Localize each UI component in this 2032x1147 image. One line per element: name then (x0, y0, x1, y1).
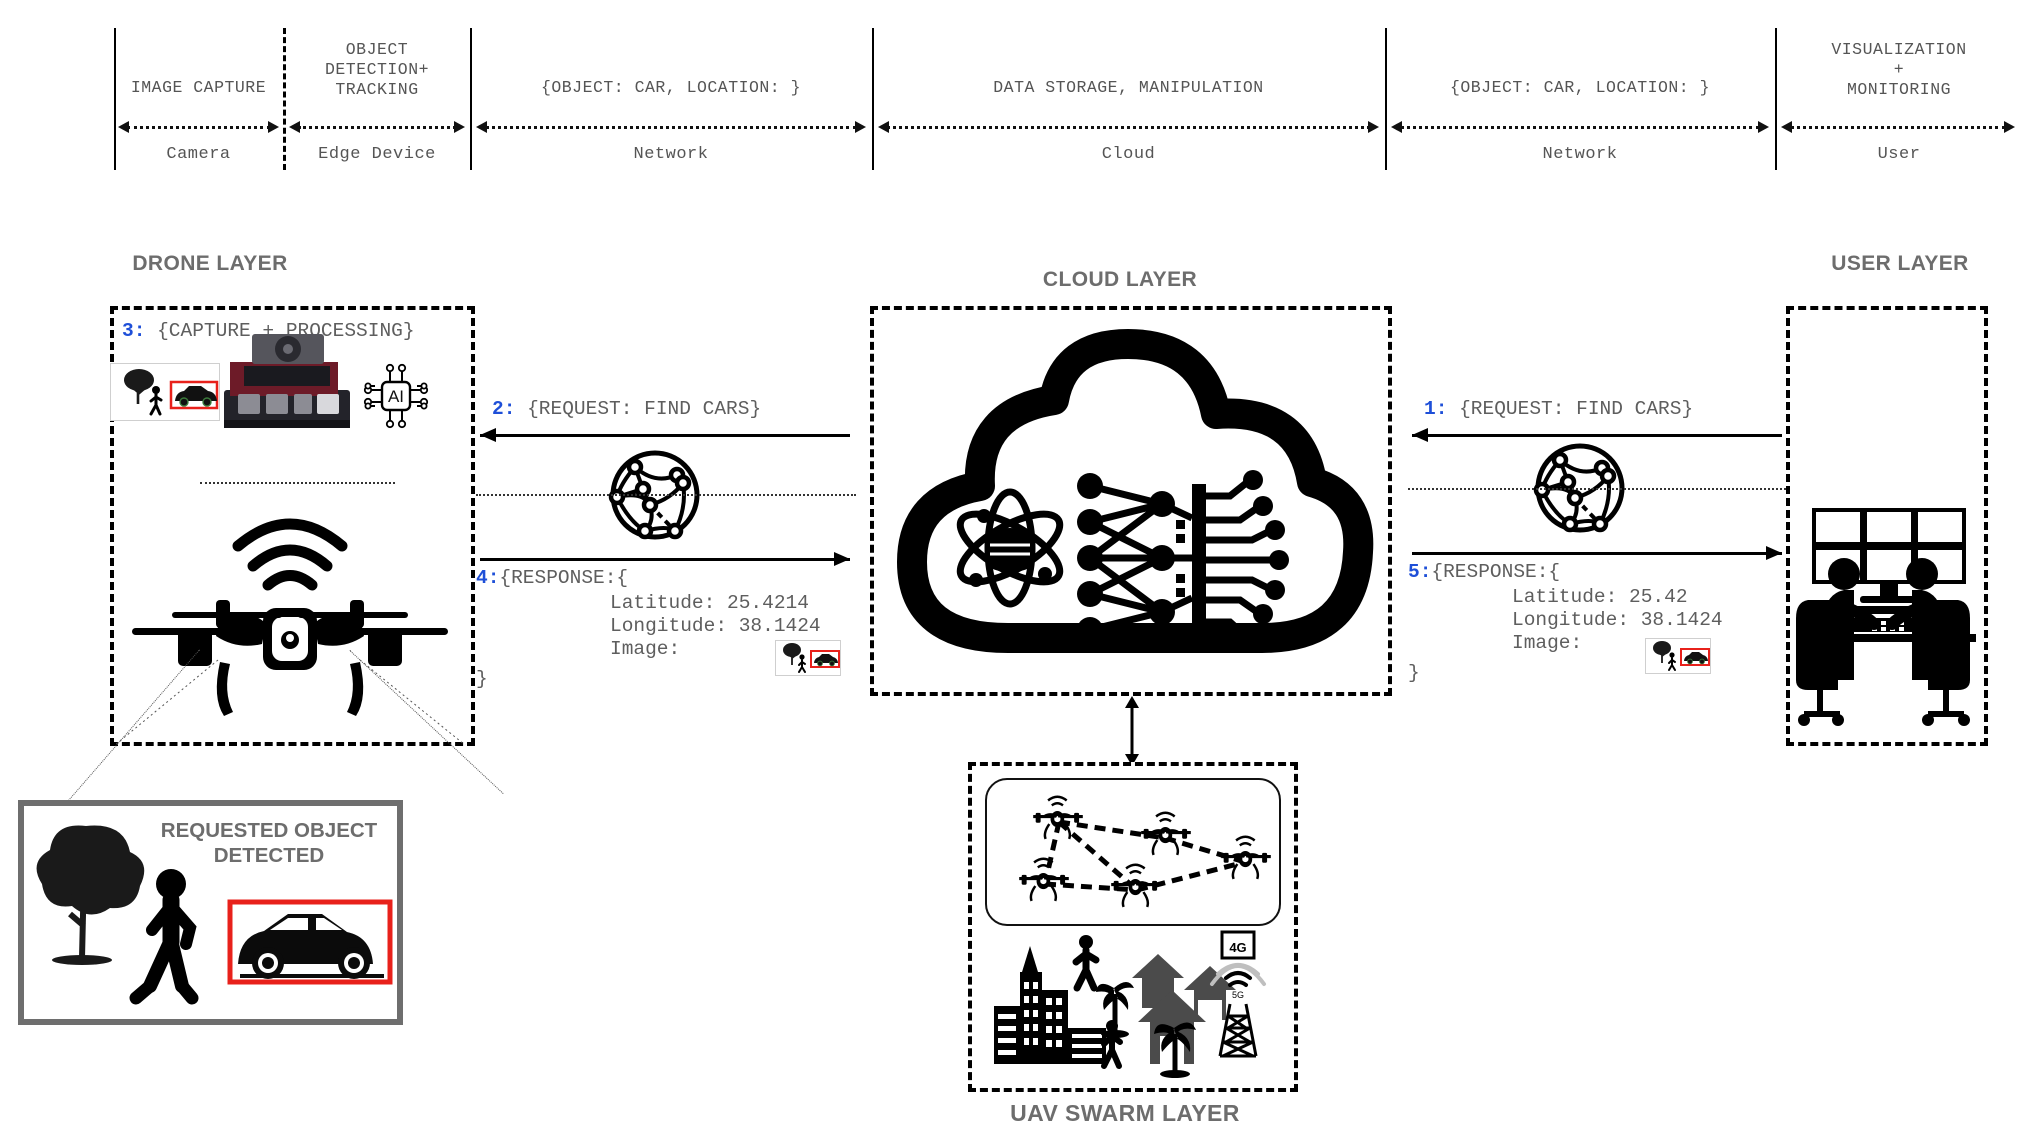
response-right-arrow (1412, 546, 1782, 560)
swarm-layer-title: UAV SWARM LAYER (1010, 1100, 1240, 1126)
tower-4g-label: 4G (1229, 940, 1246, 955)
pipeline-arrow-network-right (1391, 121, 1769, 133)
pedestrian-icon-lower (1101, 1020, 1123, 1069)
response-right-close: } (1408, 662, 1420, 684)
pipeline-bottom-label-network-left: Network (633, 145, 709, 164)
response-right-number: 5: (1408, 561, 1432, 583)
cloud-swarm-arrow (1120, 696, 1144, 766)
response-right-longitude: Longitude: 38.1424 (1512, 609, 1723, 631)
pipeline-divider-2 (470, 28, 472, 170)
database-atom-icon (956, 488, 1064, 608)
drone-icon (114, 490, 466, 746)
detection-callout-scene (36, 825, 393, 1005)
wifi-signal-icon (232, 518, 348, 591)
pipeline-bottom-label-edge: Edge Device (318, 145, 436, 164)
response-left-open: {RESPONSE:{ (499, 567, 629, 589)
response-left-arrow (480, 552, 850, 566)
request-right-text: {REQUEST: FIND CARS} (1447, 398, 1694, 420)
swarm-mesh-panel (985, 778, 1281, 926)
city-buildings-icon (994, 946, 1106, 1064)
pipeline-top-label-network-left: {OBJECT: CAR, LOCATION: } (540, 78, 802, 97)
pedestrian-icon-upper (1072, 935, 1100, 992)
response-right-latitude: Latitude: 25.42 (1512, 586, 1688, 608)
response-left-thumbnail (775, 640, 841, 676)
drone-layer-title: DRONE LAYER (132, 252, 288, 275)
house-icon-right (1184, 966, 1236, 1020)
monitor-wall-icon (1812, 508, 1966, 584)
pipeline-bottom-label-user: User (1877, 145, 1921, 164)
pedestrian-icon-thumb (149, 386, 163, 416)
pipeline-top-label-network-right: {OBJECT: CAR, LOCATION: } (1449, 78, 1711, 97)
request-right-arrow (1412, 428, 1782, 442)
tower-5g-label: 5G (1232, 990, 1244, 1000)
edge-board-image (222, 332, 352, 437)
pipeline-top-label-camera: IMAGE CAPTURE (130, 78, 267, 97)
user-layer-title: USER LAYER (1831, 252, 1969, 275)
operator-right-icon (1886, 558, 1970, 726)
pipeline-arrow-cloud (878, 121, 1379, 133)
pipeline-bottom-label-network-right: Network (1542, 145, 1618, 164)
request-left-number: 2: (492, 398, 516, 420)
palm-tree-icon-lower (1154, 1022, 1196, 1078)
response-right-image-label: Image: (1512, 632, 1583, 654)
pipeline-arrow-user (1781, 121, 2015, 133)
response-left-message: 4:{RESPONSE:{ (476, 567, 628, 590)
pipeline-divider-1 (283, 28, 286, 170)
pipeline-top-label-edge: OBJECT DETECTION+ TRACKING (324, 40, 430, 99)
drone-scene-thumbnail (110, 363, 220, 421)
network-link-dotline-left (476, 494, 856, 496)
ai-chip-label: AI (388, 387, 404, 406)
request-right-message: 1: {REQUEST: FIND CARS} (1424, 398, 1693, 421)
operator-left-icon (1796, 558, 1880, 726)
pipeline-arrow-network-left (476, 121, 866, 133)
pedestrian-icon (129, 869, 199, 1005)
pipeline-arrow-edge (289, 121, 465, 133)
cloud-icon (890, 320, 1374, 680)
pipeline-bar: IMAGE CAPTURE Camera OBJECT DETECTION+ T… (0, 0, 2032, 185)
detection-callout: REQUESTED OBJECT DETECTED (18, 800, 403, 1025)
detected-car-icon (227, 899, 393, 985)
neural-network-chip-icon (1077, 470, 1289, 650)
tree-icon (36, 825, 145, 965)
pipeline-top-label-cloud: DATA STORAGE, MANIPULATION (993, 78, 1264, 97)
pipeline-divider-0 (114, 28, 116, 170)
pipeline-divider-4 (1385, 28, 1387, 170)
tree-icon-thumb (124, 369, 154, 404)
cell-tower-icon: 4G 5G (1210, 930, 1266, 1058)
network-link-dotline-right (1408, 488, 1786, 490)
ai-chip-icon: AI (360, 360, 432, 432)
pipeline-top-label-user: VISUALIZATION + MONITORING (1831, 40, 1967, 99)
pipeline-arrow-camera (118, 121, 279, 133)
request-right-number: 1: (1424, 398, 1448, 420)
response-left-close: } (476, 668, 488, 690)
request-left-message: 2: {REQUEST: FIND CARS} (492, 398, 761, 421)
request-left-text: {REQUEST: FIND CARS} (515, 398, 762, 420)
response-right-message: 5:{RESPONSE:{ (1408, 561, 1560, 584)
control-room-icon (1796, 500, 1982, 740)
pipeline-divider-3 (872, 28, 874, 170)
drone-box-dotted-separator (200, 482, 395, 484)
response-left-longitude: Longitude: 38.1424 (610, 615, 821, 637)
response-right-open: {RESPONSE:{ (1431, 561, 1561, 583)
detection-callout-title: REQUESTED OBJECT DETECTED (160, 819, 378, 867)
pipeline-bottom-label-camera: Camera (166, 145, 231, 164)
response-left-image-label: Image: (610, 638, 681, 660)
request-left-arrow (480, 428, 850, 442)
response-right-thumbnail (1645, 638, 1711, 674)
swarm-city-scene: 4G 5G (990, 930, 1280, 1080)
response-left-latitude: Latitude: 25.4214 (610, 592, 809, 614)
pipeline-bottom-label-cloud: Cloud (1101, 145, 1156, 164)
detected-car-icon-thumb (169, 380, 219, 410)
pipeline-divider-5 (1775, 28, 1777, 170)
cloud-layer-title: CLOUD LAYER (1042, 268, 1198, 291)
capture-message-number: 3: (122, 320, 146, 342)
response-left-number: 4: (476, 567, 500, 589)
